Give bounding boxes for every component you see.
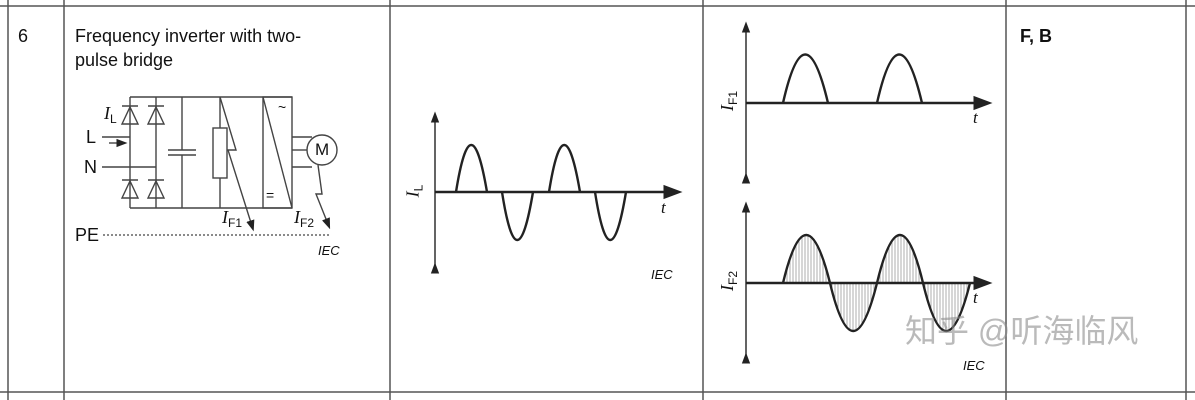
label-PE: PE	[75, 225, 100, 245]
motor-icon	[306, 134, 338, 166]
graph-IF2	[741, 201, 993, 364]
graph-IL-source: IEC	[651, 267, 673, 282]
converter-box	[262, 96, 293, 209]
current-IF2-label: IF2	[294, 207, 315, 230]
row-description-line1: Frequency inverter with two-	[75, 26, 302, 46]
graph-IL-ylabel: IL	[402, 184, 426, 198]
resistor-icon	[212, 127, 228, 179]
current-IF1-label: IF1	[222, 207, 243, 230]
circuit-source: IEC	[318, 243, 340, 258]
watermark: 知乎 @听海临风	[905, 313, 1139, 349]
graph-IF1	[741, 21, 993, 184]
diode-icon	[120, 105, 166, 199]
current-IL-label: IL	[104, 103, 117, 126]
label-L: L	[86, 127, 97, 147]
ac-symbol: ~	[278, 99, 287, 115]
label-M: M	[315, 140, 330, 159]
row-description-line2: pulse bridge	[75, 50, 174, 70]
circuit-diagram	[102, 96, 338, 236]
graph-IF2-source: IEC	[963, 358, 985, 373]
label-N: N	[84, 157, 97, 177]
graph-IF2-xlabel: t	[973, 288, 978, 307]
row-number: 6	[18, 26, 29, 46]
graph-IL	[430, 111, 683, 274]
graph-IL-xlabel: t	[661, 198, 666, 217]
dc-symbol: =	[266, 187, 275, 203]
graph-IF1-xlabel: t	[973, 108, 978, 127]
graph-IF1-ylabel: IF1	[717, 90, 741, 112]
row-result: F, B	[1020, 26, 1053, 46]
graph-IF2-ylabel: IF2	[717, 270, 741, 292]
